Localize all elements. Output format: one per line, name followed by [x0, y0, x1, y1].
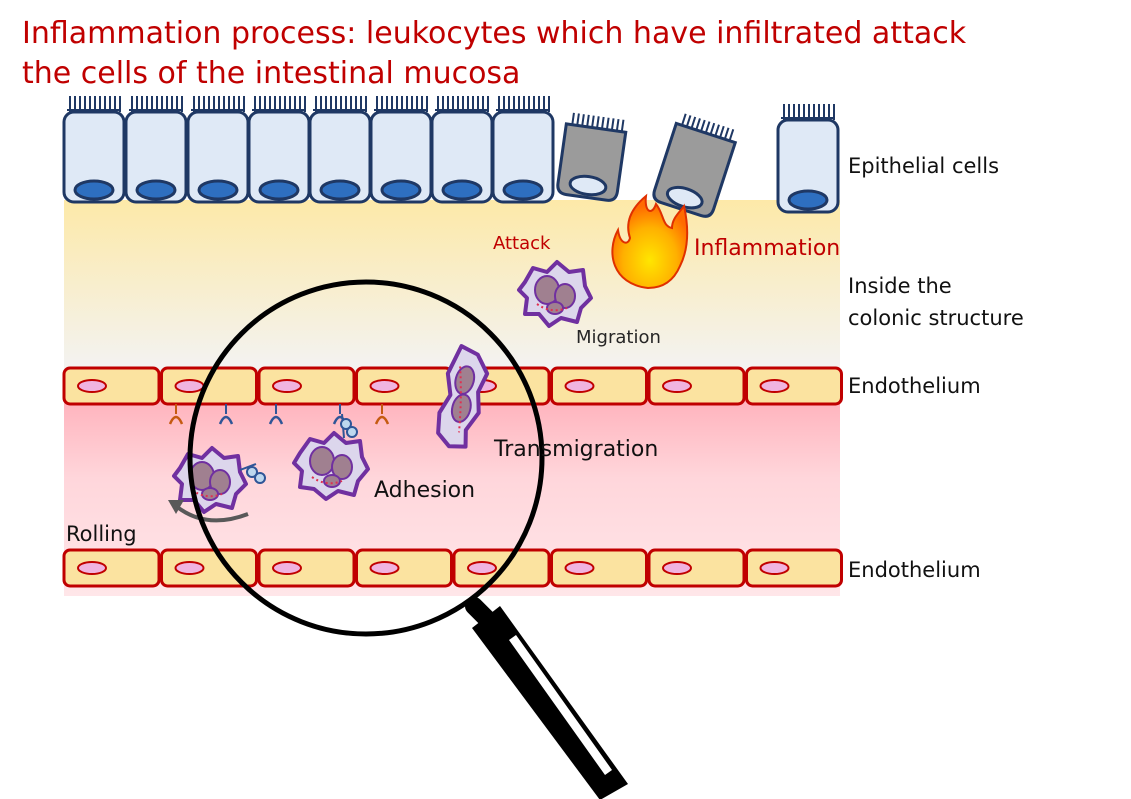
endothelial-cell: [62, 548, 161, 588]
epithelial-cell: [124, 96, 188, 204]
endothelial-cell: [62, 366, 161, 406]
endothelium-top-label: Endothelium: [848, 374, 981, 398]
endothelium-bottom-label: Endothelium: [848, 558, 981, 582]
ligand-icon: [239, 463, 266, 484]
page-title: Inflammation process: leukocytes which h…: [22, 16, 967, 91]
adhesion-label: Adhesion: [374, 478, 476, 503]
ligand-bound-icon: [340, 413, 358, 439]
receptor-icon: [168, 404, 184, 425]
epithelial-cells-label: Epithelial cells: [848, 154, 1000, 178]
epithelial-cell: [491, 96, 555, 204]
receptor-icon: [218, 404, 234, 425]
endothelial-cell: [647, 366, 746, 406]
leukocyte-transmigrating: [436, 344, 490, 449]
epithelial-cell: [308, 96, 372, 204]
epithelial-cell: [62, 96, 126, 204]
receptor-icon: [268, 404, 284, 425]
epithelial-cell: [430, 96, 494, 204]
inside-structure-label-2: colonic structure: [848, 306, 1024, 330]
leukocyte-migrating: [517, 260, 593, 328]
endothelial-cell: [257, 366, 356, 406]
damaged-epithelial-cell: [652, 113, 738, 218]
transmigration-label: Transmigration: [494, 437, 659, 462]
endothelial-cell: [355, 548, 453, 588]
inside-structure-label-1: Inside the: [848, 274, 952, 298]
endothelial-cell: [550, 366, 648, 406]
endothelium-bottom-row: [62, 548, 843, 588]
attack-label: Attack: [493, 233, 551, 254]
leukocyte-adhesion: [292, 431, 370, 501]
endothelial-cell: [745, 548, 843, 588]
endothelial-cell: [550, 548, 648, 588]
epithelial-cell: [369, 96, 433, 204]
adhesion-receptors: [168, 404, 390, 425]
rolling-label: Rolling: [66, 522, 137, 546]
endothelial-cell: [355, 366, 453, 406]
receptor-icon: [374, 404, 390, 425]
magnifier-icon: [187, 279, 628, 799]
endothelial-cell: [257, 548, 356, 588]
epithelial-cell: [186, 96, 250, 204]
inflammation-flame-icon: [611, 193, 689, 290]
rolling-arrow-icon: [168, 500, 249, 523]
epithelial-layer: [62, 96, 840, 214]
endothelial-cell: [160, 548, 258, 588]
tissue-zone: [64, 200, 840, 372]
damaged-epithelial-cell: [556, 112, 628, 202]
endothelial-cell: [745, 366, 843, 406]
epithelial-cell: [247, 96, 311, 204]
migration-label: Migration: [576, 327, 661, 348]
epithelial-cell: [776, 104, 840, 214]
inflammation-label: Inflammation: [694, 236, 841, 261]
endothelial-cell: [647, 548, 746, 588]
